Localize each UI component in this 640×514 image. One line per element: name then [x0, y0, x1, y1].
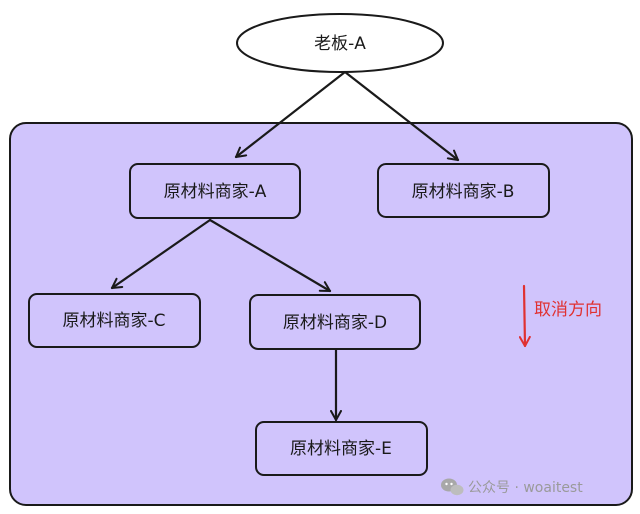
- edges: [110, 70, 460, 422]
- watermark-text: 公众号 · woaitest: [468, 480, 583, 496]
- supplier-node-c: 原材料商家-C: [28, 293, 201, 348]
- supplier-node-b-label: 原材料商家-B: [412, 182, 515, 202]
- root-node: 老板-A: [236, 13, 444, 73]
- supplier-node-e: 原材料商家-E: [255, 421, 428, 476]
- supplier-node-a-label: 原材料商家-A: [164, 182, 267, 202]
- edge-root-to-b: [343, 70, 460, 162]
- supplier-node-a: 原材料商家-A: [129, 163, 301, 219]
- wechat-icon: [441, 478, 464, 496]
- supplier-node-c-label: 原材料商家-C: [62, 311, 165, 331]
- supplier-node-d-label: 原材料商家-D: [283, 313, 387, 333]
- supplier-node-b: 原材料商家-B: [377, 163, 550, 218]
- cancel-direction-label: 取消方向: [534, 300, 602, 320]
- cancel-direction: 取消方向: [518, 284, 602, 348]
- watermark: 公众号 · woaitest: [441, 478, 583, 496]
- edge-a-to-c: [110, 218, 212, 290]
- edge-a-to-d: [208, 218, 332, 293]
- cancel-direction-arrow: [518, 284, 531, 348]
- edge-root-to-a: [234, 70, 347, 159]
- root-node-label: 老板-A: [314, 34, 366, 54]
- supplier-node-e-label: 原材料商家-E: [290, 439, 392, 459]
- supplier-node-d: 原材料商家-D: [249, 294, 421, 350]
